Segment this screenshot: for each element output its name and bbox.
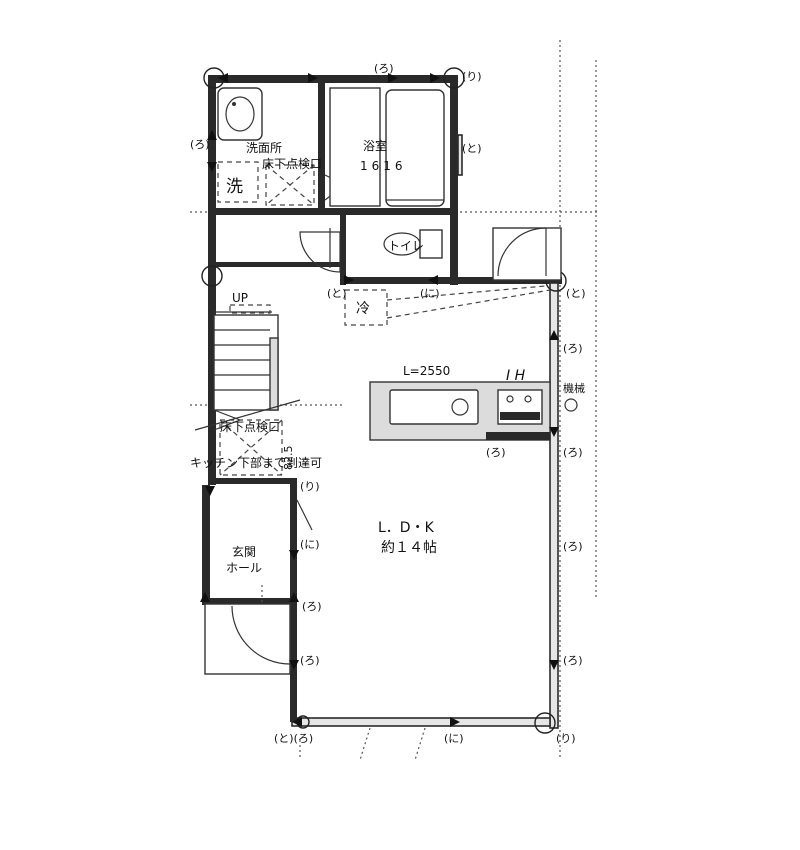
bath-size-label: 1616 xyxy=(360,159,407,173)
column-circle-icon xyxy=(534,712,556,734)
bathtub-icon xyxy=(385,89,445,207)
ldk-area-label: 約１４帖 xyxy=(381,540,437,556)
circuit-mark-ri: (り) xyxy=(462,70,482,83)
ih-label: I H xyxy=(506,368,526,384)
circuit-mark-ri-2: (り) xyxy=(300,480,320,493)
bath-label: 浴室 xyxy=(363,138,387,153)
triangle-arrow-icon xyxy=(289,592,299,602)
circuit-mark-to-2: (と) xyxy=(327,287,347,300)
circuit-mark-ro-left: (ろ) xyxy=(190,138,210,151)
underfloor-inspection-label: 床下点検口 xyxy=(262,157,322,171)
circuit-mark-ni: (に) xyxy=(420,287,440,300)
circuit-mark-ro-5: (ろ) xyxy=(563,540,583,553)
circuit-mark-ni-2: (に) xyxy=(300,538,320,551)
fridge-area xyxy=(344,285,551,326)
circuit-mark-ro-3: (ろ) xyxy=(486,446,506,459)
circuit-mark-ro-7: (ろ) xyxy=(302,600,322,613)
labels: 洗面所 床下点検口 洗 浴室 1616 トイレ 冷 UP 床下点検口 キッチン下… xyxy=(190,62,586,745)
entrance xyxy=(204,499,313,675)
triangle-arrow-icon xyxy=(205,486,215,496)
washroom-label: 洗面所 xyxy=(246,141,282,155)
stairs xyxy=(194,304,301,476)
kitchen-note-label: キッチン下部まで到達可 xyxy=(190,455,322,470)
toilet-label: トイレ xyxy=(388,239,424,253)
triangle-arrow-icon xyxy=(207,162,217,172)
triangle-arrow-icon xyxy=(549,330,559,340)
triangle-arrow-icon xyxy=(289,550,299,560)
sink-icon xyxy=(389,389,479,425)
circuit-mark-ni-3: (に) xyxy=(444,732,464,745)
triangle-arrow-icon xyxy=(430,73,440,83)
triangle-arrow-icon xyxy=(218,73,228,83)
circuit-mark-ro-8: (ろ) xyxy=(300,654,320,667)
circuit-mark-ro-4: (ろ) xyxy=(563,446,583,459)
column-circle-icon xyxy=(201,265,223,287)
circuit-mark-to: (と) xyxy=(462,142,482,155)
outside-unit xyxy=(492,227,562,281)
circuit-mark-toro: (と)(ろ) xyxy=(274,732,313,745)
triangle-arrow-icon xyxy=(207,130,217,140)
circuit-mark-ro-2: (ろ) xyxy=(563,342,583,355)
circuit-mark-ri-3: (り) xyxy=(556,732,576,745)
kitchen-inspection-label: 床下点検口 xyxy=(220,420,280,434)
kitchen-length-label: L=2550 xyxy=(403,364,450,378)
toilet-fixtures xyxy=(299,228,443,273)
column-circle-icon xyxy=(443,67,465,89)
entrance-hall-label-2: ホール xyxy=(226,561,262,575)
outlet-icon xyxy=(564,398,578,412)
machine-label: 機械 xyxy=(563,381,585,395)
bath-fixtures xyxy=(329,87,463,207)
triangle-arrow-icon xyxy=(289,660,299,670)
circuit-mark-ro: (ろ) xyxy=(374,62,394,75)
triangle-arrow-icon xyxy=(344,275,354,285)
triangle-arrow-icon xyxy=(308,73,318,83)
triangle-arrow-icon xyxy=(292,717,302,727)
stairs-up-label: UP xyxy=(232,291,248,305)
arrows xyxy=(200,73,559,727)
kitchen-counter xyxy=(369,381,578,441)
circuit-mark-ro-6: (ろ) xyxy=(563,654,583,667)
triangle-arrow-icon xyxy=(428,275,438,285)
triangle-arrow-icon xyxy=(549,427,559,437)
fridge-mark: 冷 xyxy=(356,301,370,317)
triangle-arrow-icon xyxy=(200,592,210,602)
triangle-arrow-icon xyxy=(450,717,460,727)
ldk-name-label: L．D・K xyxy=(378,520,435,536)
triangle-arrow-icon xyxy=(388,73,398,83)
entrance-hall-label-1: 玄関 xyxy=(232,544,256,559)
height-mark-label: 82.5 xyxy=(282,446,295,471)
triangle-arrow-icon xyxy=(549,660,559,670)
circuit-mark-to-3: (と) xyxy=(566,287,586,300)
washer-mark: 洗 xyxy=(226,177,243,197)
washbasin-icon xyxy=(217,87,263,141)
